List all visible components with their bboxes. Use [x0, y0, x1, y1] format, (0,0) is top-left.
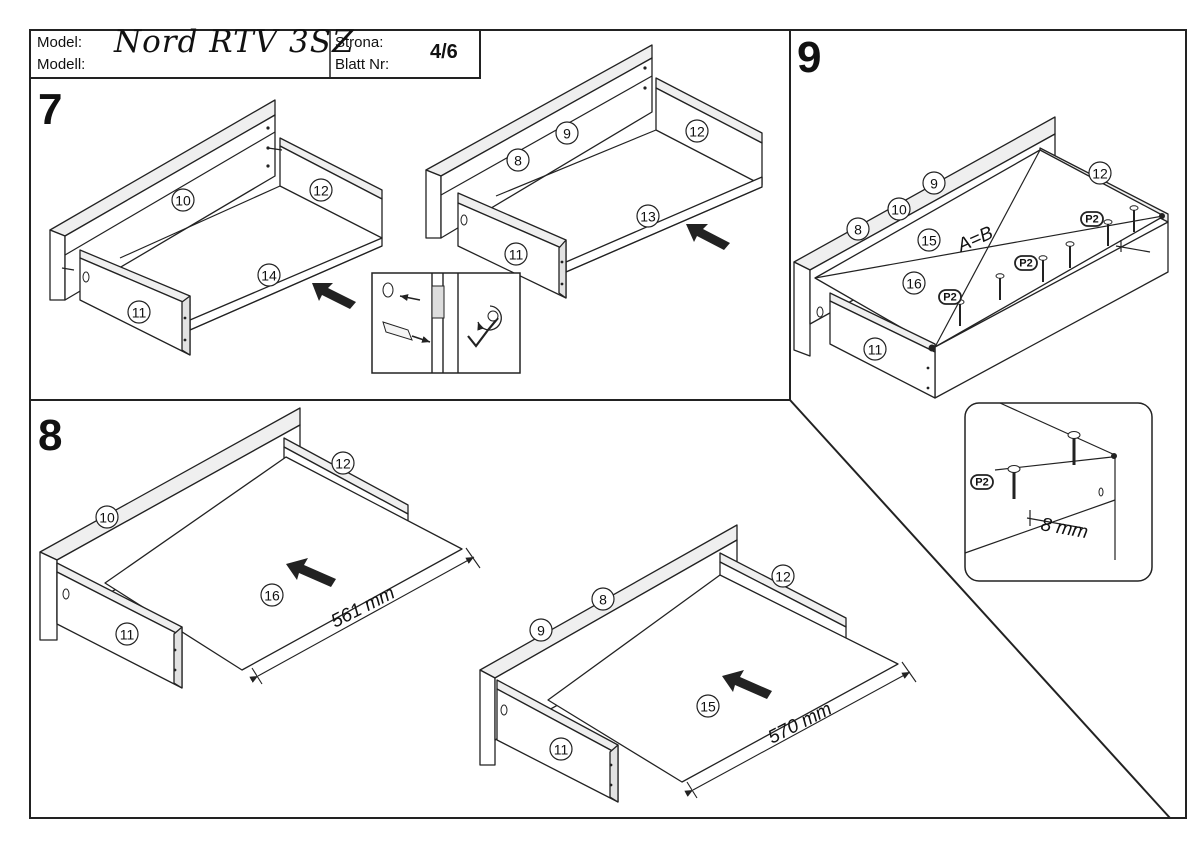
page-label-pl: Strona: — [335, 34, 384, 51]
svg-text:9: 9 — [930, 176, 938, 192]
svg-text:11: 11 — [554, 742, 569, 758]
page-frame — [29, 29, 1187, 819]
part-callout: 8 — [506, 148, 530, 172]
svg-text:10: 10 — [891, 202, 907, 218]
part-callout: 12 — [771, 564, 795, 588]
svg-text:P2: P2 — [975, 477, 988, 489]
svg-text:P2: P2 — [943, 292, 956, 304]
screw-code-tag: P2 — [1080, 211, 1104, 227]
page-number: 4/6 — [430, 41, 458, 63]
svg-text:8: 8 — [599, 592, 607, 608]
part-callout: 12 — [331, 451, 355, 475]
svg-text:12: 12 — [689, 124, 705, 140]
part-callout: 10 — [95, 505, 119, 529]
screw-code-tag: P2 — [970, 474, 994, 490]
part-callout: 8 — [846, 217, 870, 241]
step7-right-drawer — [425, 44, 763, 299]
part-callout: 13 — [636, 204, 660, 228]
part-callout: 16 — [902, 271, 926, 295]
svg-text:P2: P2 — [1085, 214, 1098, 226]
svg-text:10: 10 — [99, 510, 115, 526]
step9-detail-box — [964, 402, 1153, 582]
title-block — [29, 29, 481, 79]
page-label-de: Blatt Nr: — [335, 56, 390, 73]
step-number-7: 7 — [38, 85, 63, 134]
step9-drawer — [793, 116, 1169, 399]
dowel-icon — [382, 282, 445, 343]
part-callout: 8 — [591, 587, 615, 611]
screw-code-tag: P2 — [938, 289, 962, 305]
part-callout: 11 — [115, 622, 139, 646]
part-callout: 15 — [917, 228, 941, 252]
svg-text:11: 11 — [509, 247, 524, 263]
part-callout: 16 — [260, 583, 284, 607]
svg-text:8: 8 — [854, 222, 862, 238]
screw-code-tag: P2 — [1014, 255, 1038, 271]
part-callout: 11 — [504, 242, 528, 266]
step8-right-drawer — [479, 524, 899, 803]
model-label-pl: Model: — [37, 34, 83, 51]
dimension-561 — [249, 547, 481, 685]
part-callouts: 10 12 14 11 9 8 12 13 11 10 12 16 11 9 8 12 15 11 9 10 8 12 15… — [95, 119, 1112, 761]
svg-text:14: 14 — [261, 268, 277, 284]
dimension-570 — [684, 661, 917, 799]
svg-text:12: 12 — [775, 569, 791, 585]
svg-text:15: 15 — [921, 233, 937, 249]
svg-text:16: 16 — [264, 588, 280, 604]
part-callout: 11 — [549, 737, 573, 761]
part-callout: 9 — [555, 121, 579, 145]
part-callout: 9 — [922, 171, 946, 195]
svg-text:13: 13 — [640, 209, 656, 225]
svg-text:16: 16 — [906, 276, 922, 292]
part-callout: 12 — [685, 119, 709, 143]
dowel-detail-box — [371, 272, 521, 374]
part-callout: 9 — [529, 618, 553, 642]
arrow-icon — [686, 224, 730, 250]
hex-key-icon — [467, 305, 502, 348]
svg-text:12: 12 — [335, 456, 351, 472]
svg-text:15: 15 — [700, 699, 716, 715]
part-callout: 11 — [127, 300, 151, 324]
screw-icon — [1007, 431, 1081, 499]
svg-text:8: 8 — [514, 153, 522, 169]
svg-text:P2: P2 — [1019, 258, 1032, 270]
part-callout: 11 — [863, 337, 887, 361]
svg-text:9: 9 — [537, 623, 545, 639]
part-callout: 15 — [696, 694, 720, 718]
step-number-9: 9 — [797, 33, 822, 82]
arrow-icon — [312, 283, 356, 309]
part-callout: 10 — [887, 197, 911, 221]
part-callout: 14 — [257, 263, 281, 287]
part-callout: 10 — [171, 188, 195, 212]
svg-text:11: 11 — [120, 627, 135, 643]
step-number-8: 8 — [38, 411, 63, 460]
model-name: Nord RTV 3SZ — [114, 24, 355, 60]
svg-text:11: 11 — [132, 305, 147, 321]
svg-text:12: 12 — [313, 183, 329, 199]
part-callout: 12 — [1088, 161, 1112, 185]
step8-left-drawer — [39, 407, 463, 689]
svg-text:11: 11 — [868, 342, 883, 358]
svg-text:10: 10 — [175, 193, 191, 209]
part-callout: 12 — [309, 178, 333, 202]
step7-left-drawer — [49, 99, 383, 356]
model-label-de: Modell: — [37, 56, 86, 73]
svg-text:9: 9 — [563, 126, 571, 142]
svg-text:12: 12 — [1092, 166, 1108, 182]
